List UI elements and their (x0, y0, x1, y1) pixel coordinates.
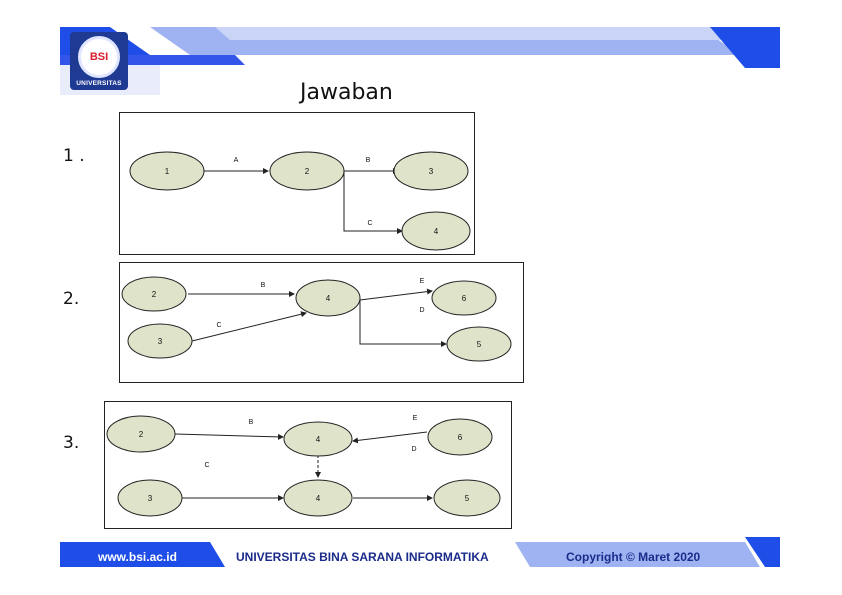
footer-band (60, 537, 780, 567)
footer-stripe-blue-left (60, 542, 225, 567)
node (117, 479, 183, 517)
edge-label: D (411, 446, 416, 453)
network-diagram-3: 2 4 6 3 4 5 B E C D (104, 401, 512, 529)
question-number-1: 1 . (63, 146, 85, 166)
edge-arrow (352, 431, 428, 444)
node (401, 211, 471, 251)
logo-mark: BSI (89, 50, 109, 63)
node-label: 2 (305, 167, 310, 176)
footer-copyright: Copyright © Maret 2020 (566, 550, 701, 564)
node (269, 151, 345, 191)
node (393, 151, 469, 191)
node-label: 4 (434, 227, 439, 236)
node (127, 323, 193, 359)
edge-arrow (343, 171, 403, 234)
node-label: 3 (158, 337, 163, 346)
node-label: 5 (465, 494, 470, 503)
edge-label: C (216, 322, 221, 329)
edge-arrow (359, 300, 447, 347)
node-label: 6 (458, 433, 463, 442)
logo-emblem: BSI (78, 35, 120, 78)
edge-label: E (413, 415, 418, 422)
footer-university: UNIVERSITAS BINA SARANA INFORMATIKA (236, 550, 489, 564)
edge-arrow (174, 433, 284, 440)
edge-arrow (191, 311, 307, 342)
node (446, 326, 512, 362)
edge-label: D (419, 307, 424, 314)
footer-stripe-white (225, 542, 525, 567)
question-number-2: 2. (63, 289, 80, 309)
edge-label: B (366, 157, 371, 164)
node (427, 418, 493, 456)
university-logo: BSI UNIVERSITAS (70, 32, 128, 90)
edge-label: C (204, 462, 209, 469)
node-label: 5 (477, 340, 482, 349)
node (106, 415, 176, 453)
node (295, 279, 361, 317)
node-label: 3 (148, 494, 153, 503)
footer-website: www.bsi.ac.id (98, 550, 177, 564)
footer-stripe-light (515, 542, 760, 567)
node-label: 2 (152, 290, 157, 299)
edge-label: A (234, 157, 239, 164)
header-stripe-blue-right (710, 27, 780, 68)
node (129, 151, 205, 191)
page-title: Jawaban (300, 80, 393, 105)
edge-label: B (249, 419, 254, 426)
node-label: 2 (139, 430, 144, 439)
node (431, 280, 497, 316)
network-diagram-1: 1 2 3 4 A B C (119, 112, 475, 255)
node (283, 421, 353, 457)
footer-stripe-blue-right (745, 537, 780, 567)
node (283, 479, 353, 517)
edge-arrow (359, 288, 433, 301)
node-label: 4 (316, 435, 321, 444)
node-label: 4 (326, 294, 331, 303)
node-label: 3 (429, 167, 434, 176)
node (433, 479, 501, 517)
node (121, 276, 187, 312)
edge-label: B (261, 282, 266, 289)
edge-label: C (367, 220, 372, 227)
node-label: 6 (462, 294, 467, 303)
header-band (60, 27, 780, 95)
network-diagram-2: 2 3 4 6 5 B C E D (119, 262, 524, 383)
node-label: 1 (165, 167, 170, 176)
edge-label: E (420, 278, 425, 285)
header-stripe-pale (215, 27, 735, 40)
logo-text: UNIVERSITAS (76, 79, 122, 87)
question-number-3: 3. (63, 433, 80, 453)
node-label: 4 (316, 494, 321, 503)
